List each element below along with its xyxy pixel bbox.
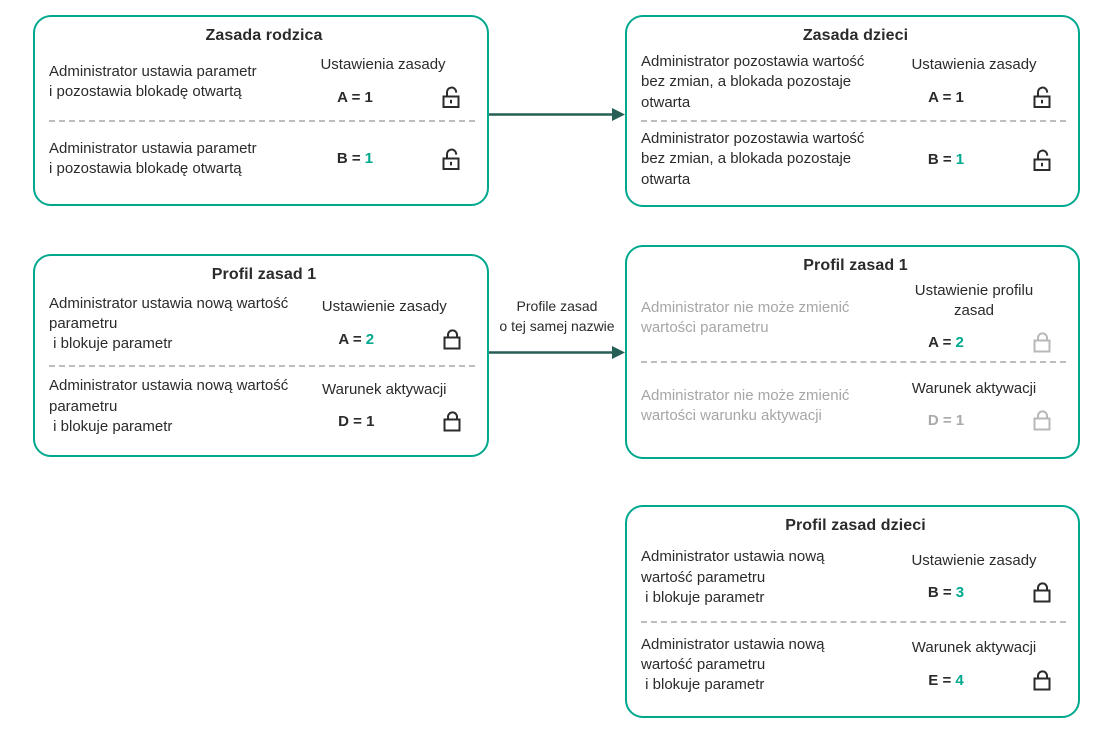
row-description: Administrator pozostawia wartość bez zmi… [641, 130, 865, 188]
row-divider [49, 364, 475, 367]
settings-header: Ustawienie profilu zasad [914, 282, 1034, 319]
open-lock-icon [1014, 147, 1070, 173]
open-lock-icon [423, 146, 479, 172]
parameter-value: E = 4 [928, 671, 964, 689]
settings-header: Ustawienia zasady [911, 55, 1037, 73]
closed-lock-icon [1014, 668, 1070, 693]
box-title: Profil zasad 1 [803, 257, 908, 274]
parameter-value: A = 1 [337, 88, 373, 106]
parameter-value: B = 1 [336, 150, 374, 168]
row-description: Administrator ustawia nową wartość param… [641, 548, 825, 606]
parameter-value: A = 2 [338, 330, 375, 348]
closed-lock-icon [1014, 580, 1070, 605]
box-title: Profil zasad dzieci [785, 517, 926, 534]
policy-setting-row: Administrator pozostawia wartość bez zmi… [641, 45, 1070, 120]
closed-lock-icon [1014, 330, 1070, 355]
parameter-value: B = 3 [927, 584, 965, 601]
parameter-value: D = 1 [338, 413, 375, 430]
open-lock-icon [423, 84, 479, 110]
child-policy-box: Zasada dzieci Administrator pozostawia w… [625, 15, 1080, 207]
box-title: Zasada rodzica [205, 27, 323, 44]
closed-lock-icon [424, 409, 480, 434]
parameter-value: D = 1 [927, 412, 965, 430]
settings-header: Warunek aktywacji [911, 379, 1037, 397]
policy-setting-row: Administrator pozostawia wartość bez zmi… [641, 122, 1070, 197]
parameter-value: A = 2 [928, 334, 964, 351]
row-description: Administrator ustawia parametr i pozosta… [49, 63, 257, 101]
policy-setting-row: Administrator nie może zmienić wartości … [641, 275, 1070, 361]
policy-setting-row: Administrator ustawia nową wartość param… [641, 535, 1070, 621]
policy-profile-1-box: Profil zasad 1 Administrator ustawia now… [33, 254, 489, 457]
policy-setting-row: Administrator ustawia parametr i pozosta… [49, 122, 479, 197]
settings-header: Ustawienie zasady [911, 551, 1037, 569]
policy-setting-row: Administrator ustawia nową wartość param… [49, 284, 479, 365]
closed-lock-icon [1014, 408, 1070, 433]
row-description: Administrator ustawia nową wartość param… [49, 294, 289, 353]
box-title: Profil zasad 1 [211, 266, 317, 283]
row-description: Administrator nie może zmienić wartości … [641, 386, 850, 424]
row-description: Administrator pozostawia wartość bez zmi… [641, 53, 865, 111]
settings-header: Ustawienia zasady [320, 55, 446, 73]
activation-condition-row: Administrator ustawia nową wartość param… [49, 367, 479, 448]
settings-header: Warunek aktywacji [322, 380, 447, 398]
activation-condition-row: Administrator ustawia nową wartość param… [641, 623, 1070, 709]
profiles-same-name-arrow [489, 346, 625, 359]
parameter-value: B = 1 [927, 151, 965, 168]
row-description: Administrator nie może zmienić wartości … [641, 298, 850, 336]
closed-lock-icon [424, 327, 480, 352]
row-divider [641, 120, 1066, 122]
arrow-label: Profile zasad o tej samej nazwie [499, 298, 615, 334]
box-title: Zasada dzieci [802, 27, 909, 44]
activation-condition-row: Administrator nie może zmienić wartości … [641, 363, 1070, 449]
open-lock-icon [1014, 84, 1070, 110]
parent-policy-box: Zasada rodzica Administrator ustawia par… [33, 15, 489, 206]
policy-setting-row: Administrator ustawia parametr i pozosta… [49, 45, 479, 120]
settings-header: Ustawienie zasady [321, 298, 447, 315]
row-divider [641, 361, 1066, 363]
parent-to-child-arrow [489, 108, 625, 121]
row-description: Administrator ustawia nową wartość param… [641, 635, 825, 694]
row-divider [49, 119, 475, 122]
row-description: Administrator ustawia parametr i pozosta… [49, 139, 257, 177]
row-description: Administrator ustawia nową wartość param… [49, 377, 289, 435]
row-divider [641, 620, 1066, 623]
policy-profile-1-child-box: Profil zasad 1 Administrator nie może zm… [625, 245, 1080, 459]
child-policy-profile-box: Profil zasad dzieci Administrator ustawi… [625, 505, 1080, 718]
parameter-value: A = 1 [928, 88, 964, 106]
settings-header: Warunek aktywacji [911, 639, 1037, 656]
